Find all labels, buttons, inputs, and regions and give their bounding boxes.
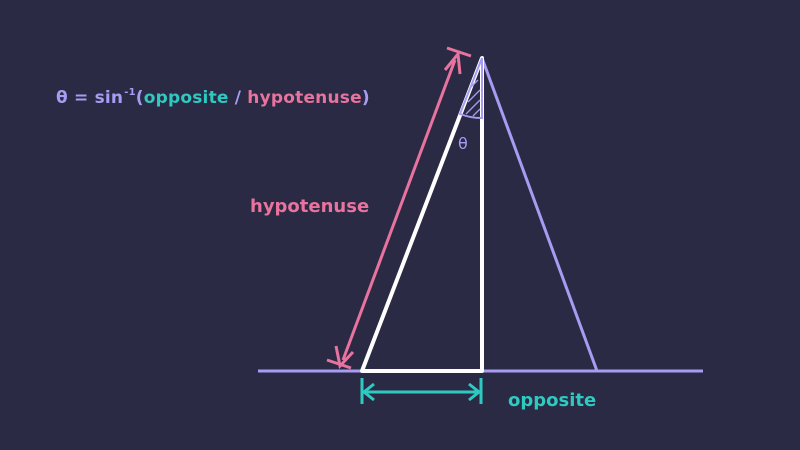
formula-open-paren: ( [135, 88, 144, 108]
formula-close-paren: ) [361, 88, 370, 108]
theta-label: θ [458, 134, 468, 153]
hypotenuse-dimension [326, 46, 472, 370]
opposite-dimension [360, 378, 483, 404]
formula-opposite: opposite [143, 88, 229, 108]
angle-hatch [465, 79, 481, 117]
right-triangle [360, 56, 484, 373]
formula-hypotenuse: hypotenuse [247, 88, 362, 108]
formula-theta: θ [56, 88, 68, 108]
formula-superscript: -1 [124, 87, 136, 98]
hypotenuse-label: hypotenuse [250, 196, 370, 217]
formula-slash: / [228, 88, 248, 108]
angle-theta-arc [458, 57, 483, 120]
outer-triangle-edge [480, 57, 599, 372]
arcsine-formula: θ = sin-1(opposite / hypotenuse) [56, 87, 370, 108]
formula-equals-sin: = sin [67, 88, 124, 108]
opposite-label: opposite [508, 390, 597, 411]
